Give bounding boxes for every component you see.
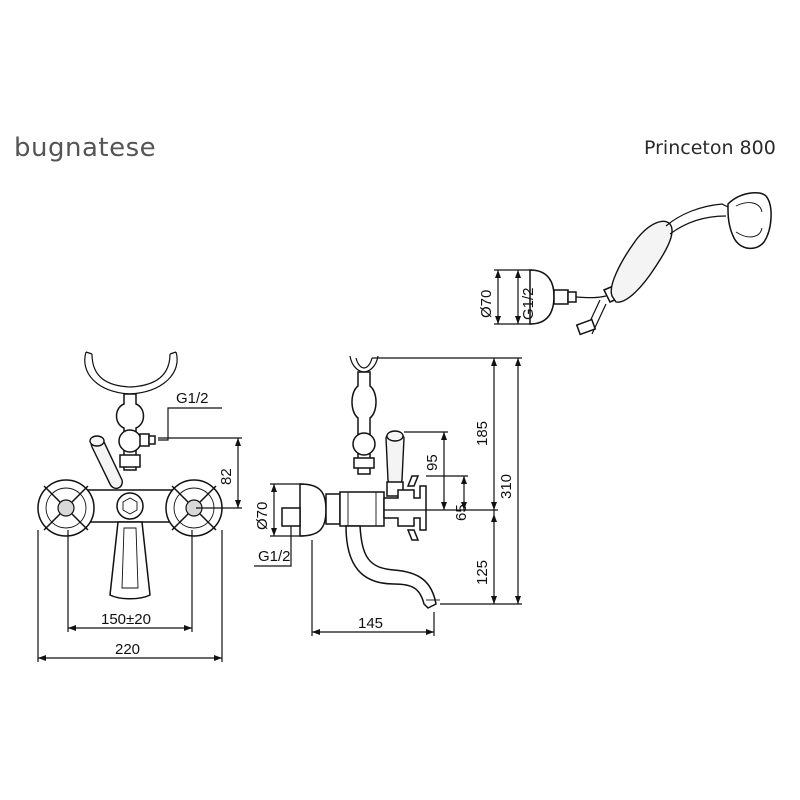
side-dim-95-arrows xyxy=(441,432,447,510)
side-dim-185-lines xyxy=(372,357,498,510)
front-dim-82-arrows xyxy=(235,438,241,508)
front-shower-cradle xyxy=(84,351,178,395)
front-left-handle xyxy=(37,479,95,537)
side-column-knuckle xyxy=(352,432,376,456)
hand-shower-outlet-nipple xyxy=(567,291,577,303)
hand-shower-outlet-nut xyxy=(553,289,569,305)
hand-dim-70-lines xyxy=(494,269,532,325)
front-dim-220-lines xyxy=(37,530,223,662)
side-height-185-label: 185 xyxy=(474,421,491,446)
side-spout-reach-label: 145 xyxy=(358,615,383,632)
side-wall-union xyxy=(299,483,327,537)
hand-shower: Ø70 G1/2 xyxy=(478,191,772,336)
hand-thread-label: G1/2 xyxy=(520,287,537,320)
side-thread-label: G1/2 xyxy=(258,548,291,565)
model-name: Princeton 800 xyxy=(644,137,776,159)
front-shower-outlet xyxy=(139,433,150,447)
front-g12-leader xyxy=(158,407,222,441)
side-view: Ø70 G1/2 145 95 65 185 125 310 xyxy=(254,355,522,636)
hand-shower-neck xyxy=(665,203,731,227)
side-height-310-label: 310 xyxy=(498,474,515,499)
front-width-label: 220 xyxy=(115,641,140,658)
side-dim-95-lines xyxy=(404,431,448,510)
front-dim-150-lines xyxy=(67,530,193,632)
side-inlet-nut xyxy=(281,507,301,527)
front-inlet-thread-label: G1/2 xyxy=(176,390,209,407)
front-height-82-label: 82 xyxy=(218,468,235,485)
side-body xyxy=(339,491,385,527)
hand-shower-hose xyxy=(575,295,607,299)
hand-shower-hose-end xyxy=(575,318,597,336)
hand-diameter-label: Ø70 xyxy=(478,290,495,318)
side-spout xyxy=(345,525,437,609)
hand-shower-head-detail xyxy=(735,202,763,238)
front-dim-82-lines xyxy=(158,437,242,509)
front-column-collar xyxy=(119,454,141,468)
front-hex-nut xyxy=(122,497,138,515)
front-shower-outlet-nut xyxy=(148,435,156,445)
side-height-95-label: 95 xyxy=(424,454,441,471)
side-column-collar xyxy=(353,457,375,469)
side-lever-cap xyxy=(386,430,404,442)
hand-shower-neck-2 xyxy=(669,215,727,235)
hand-shower-head xyxy=(727,191,772,250)
side-height-65-label: 65 xyxy=(453,504,470,521)
hand-shower-handle xyxy=(610,220,673,303)
front-spout-detail xyxy=(121,527,139,589)
side-cross-arms xyxy=(406,475,420,541)
front-view: G1/2 82 150±20 220 xyxy=(37,351,242,662)
side-cross-handle xyxy=(383,485,427,531)
side-dim-125-lines xyxy=(440,510,498,605)
front-spout xyxy=(109,521,151,600)
brand-logo: bugnatese xyxy=(14,133,156,163)
side-dim-70-lines xyxy=(270,483,304,537)
side-diameter-label: Ø70 xyxy=(254,502,271,530)
front-body-hex xyxy=(116,492,144,520)
front-column-knuckle xyxy=(118,429,142,453)
front-lever-cap xyxy=(89,435,105,447)
side-union-ring xyxy=(325,493,341,525)
side-g12-leader xyxy=(254,526,292,567)
side-height-125-label: 125 xyxy=(474,560,491,585)
side-dim-65-arrows xyxy=(461,476,467,510)
front-centres-label: 150±20 xyxy=(101,611,151,628)
